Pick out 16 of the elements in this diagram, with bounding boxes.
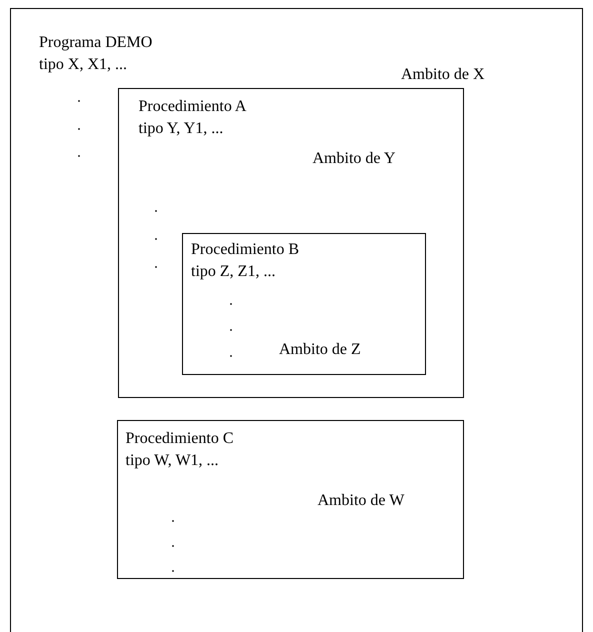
type-declaration: tipo Z, Z1, ... [191, 262, 276, 282]
box-heading: Procedimiento C [126, 428, 234, 448]
type-declaration: tipo X, X1, ... [39, 55, 127, 74]
scope-label: Ambito de W [318, 490, 404, 510]
box-heading: Programa DEMO [39, 33, 152, 52]
box-heading: Procedimiento B [191, 240, 299, 260]
type-declaration: tipo Y, Y1, ... [138, 118, 224, 138]
scope-label: Ambito de Z [279, 340, 361, 360]
scope-label: Ambito de Y [312, 148, 396, 168]
scope-box [118, 88, 464, 398]
scope-box [10, 8, 583, 632]
box-heading: Procedimiento A [138, 96, 246, 116]
scope-label: Ambito de X [401, 65, 485, 84]
type-declaration: tipo W, W1, ... [126, 450, 219, 470]
scope-box [182, 233, 426, 375]
scope-box [116, 420, 464, 578]
